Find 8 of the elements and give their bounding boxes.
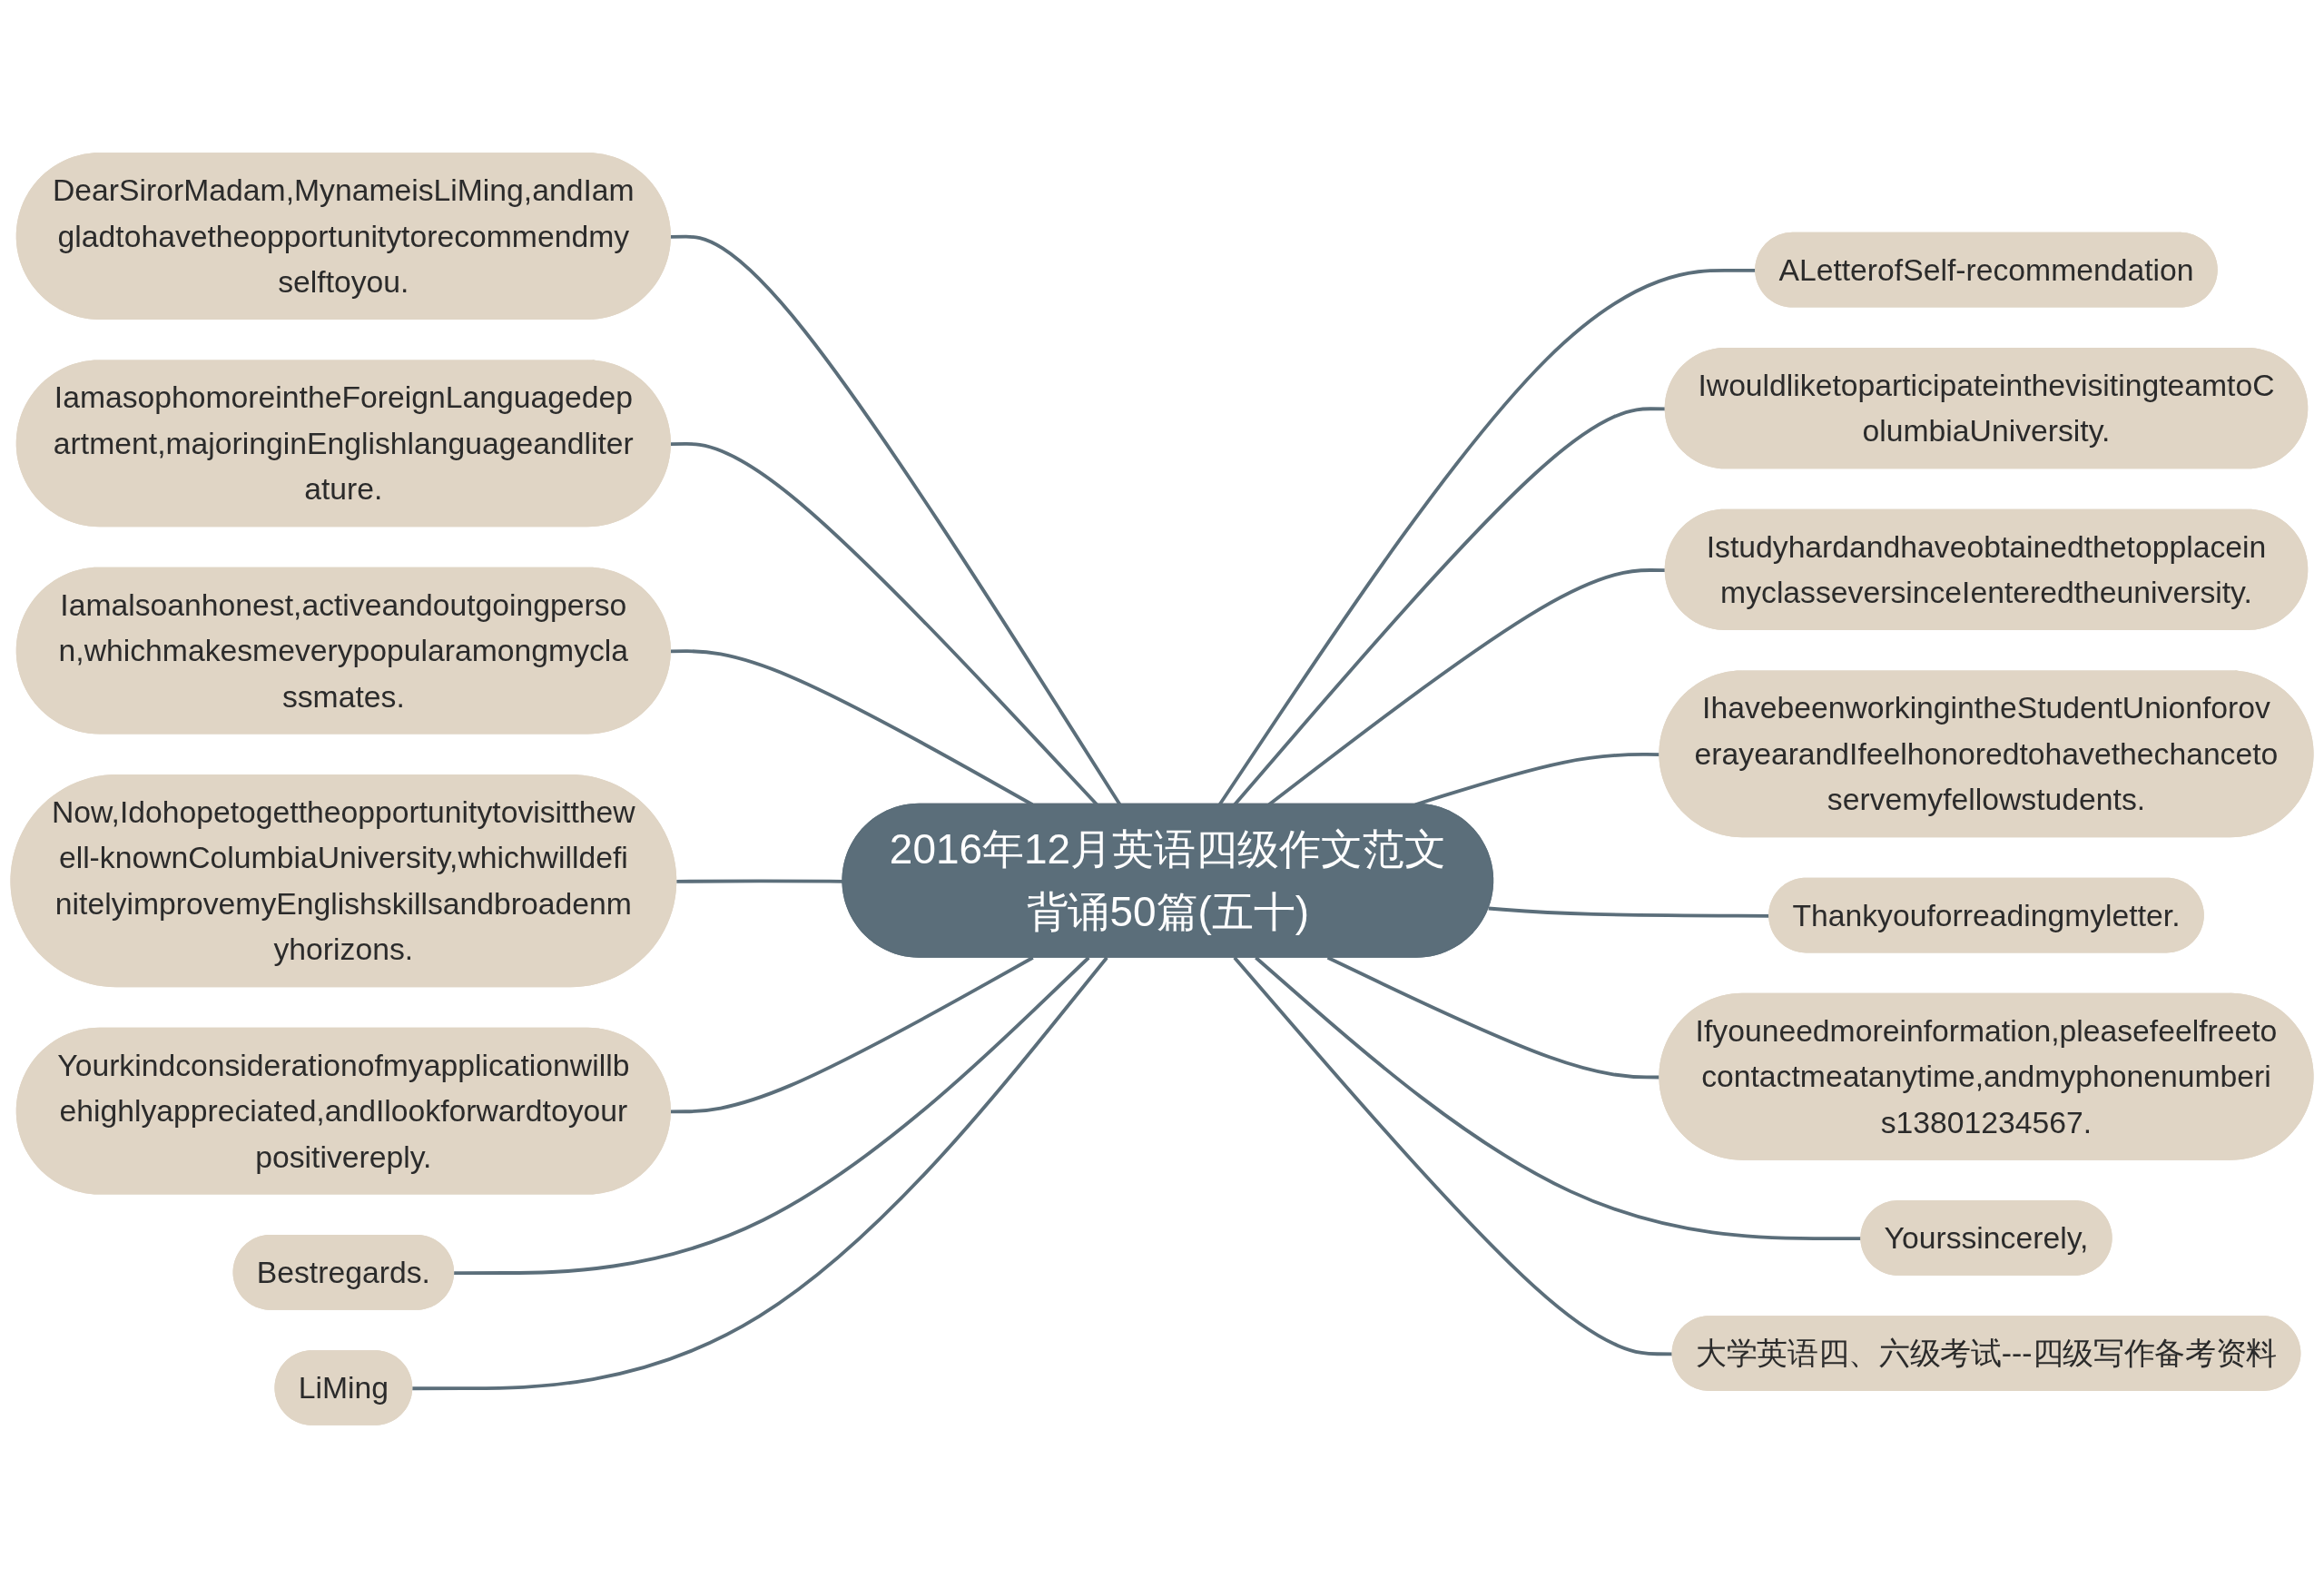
connector [1217, 268, 1757, 806]
connector [412, 956, 1108, 1391]
connector [454, 956, 1090, 1276]
connector [1233, 956, 1674, 1356]
connector [1326, 956, 1660, 1080]
connector [670, 956, 1034, 1114]
connector [1488, 906, 1770, 918]
connector [1255, 956, 1862, 1241]
